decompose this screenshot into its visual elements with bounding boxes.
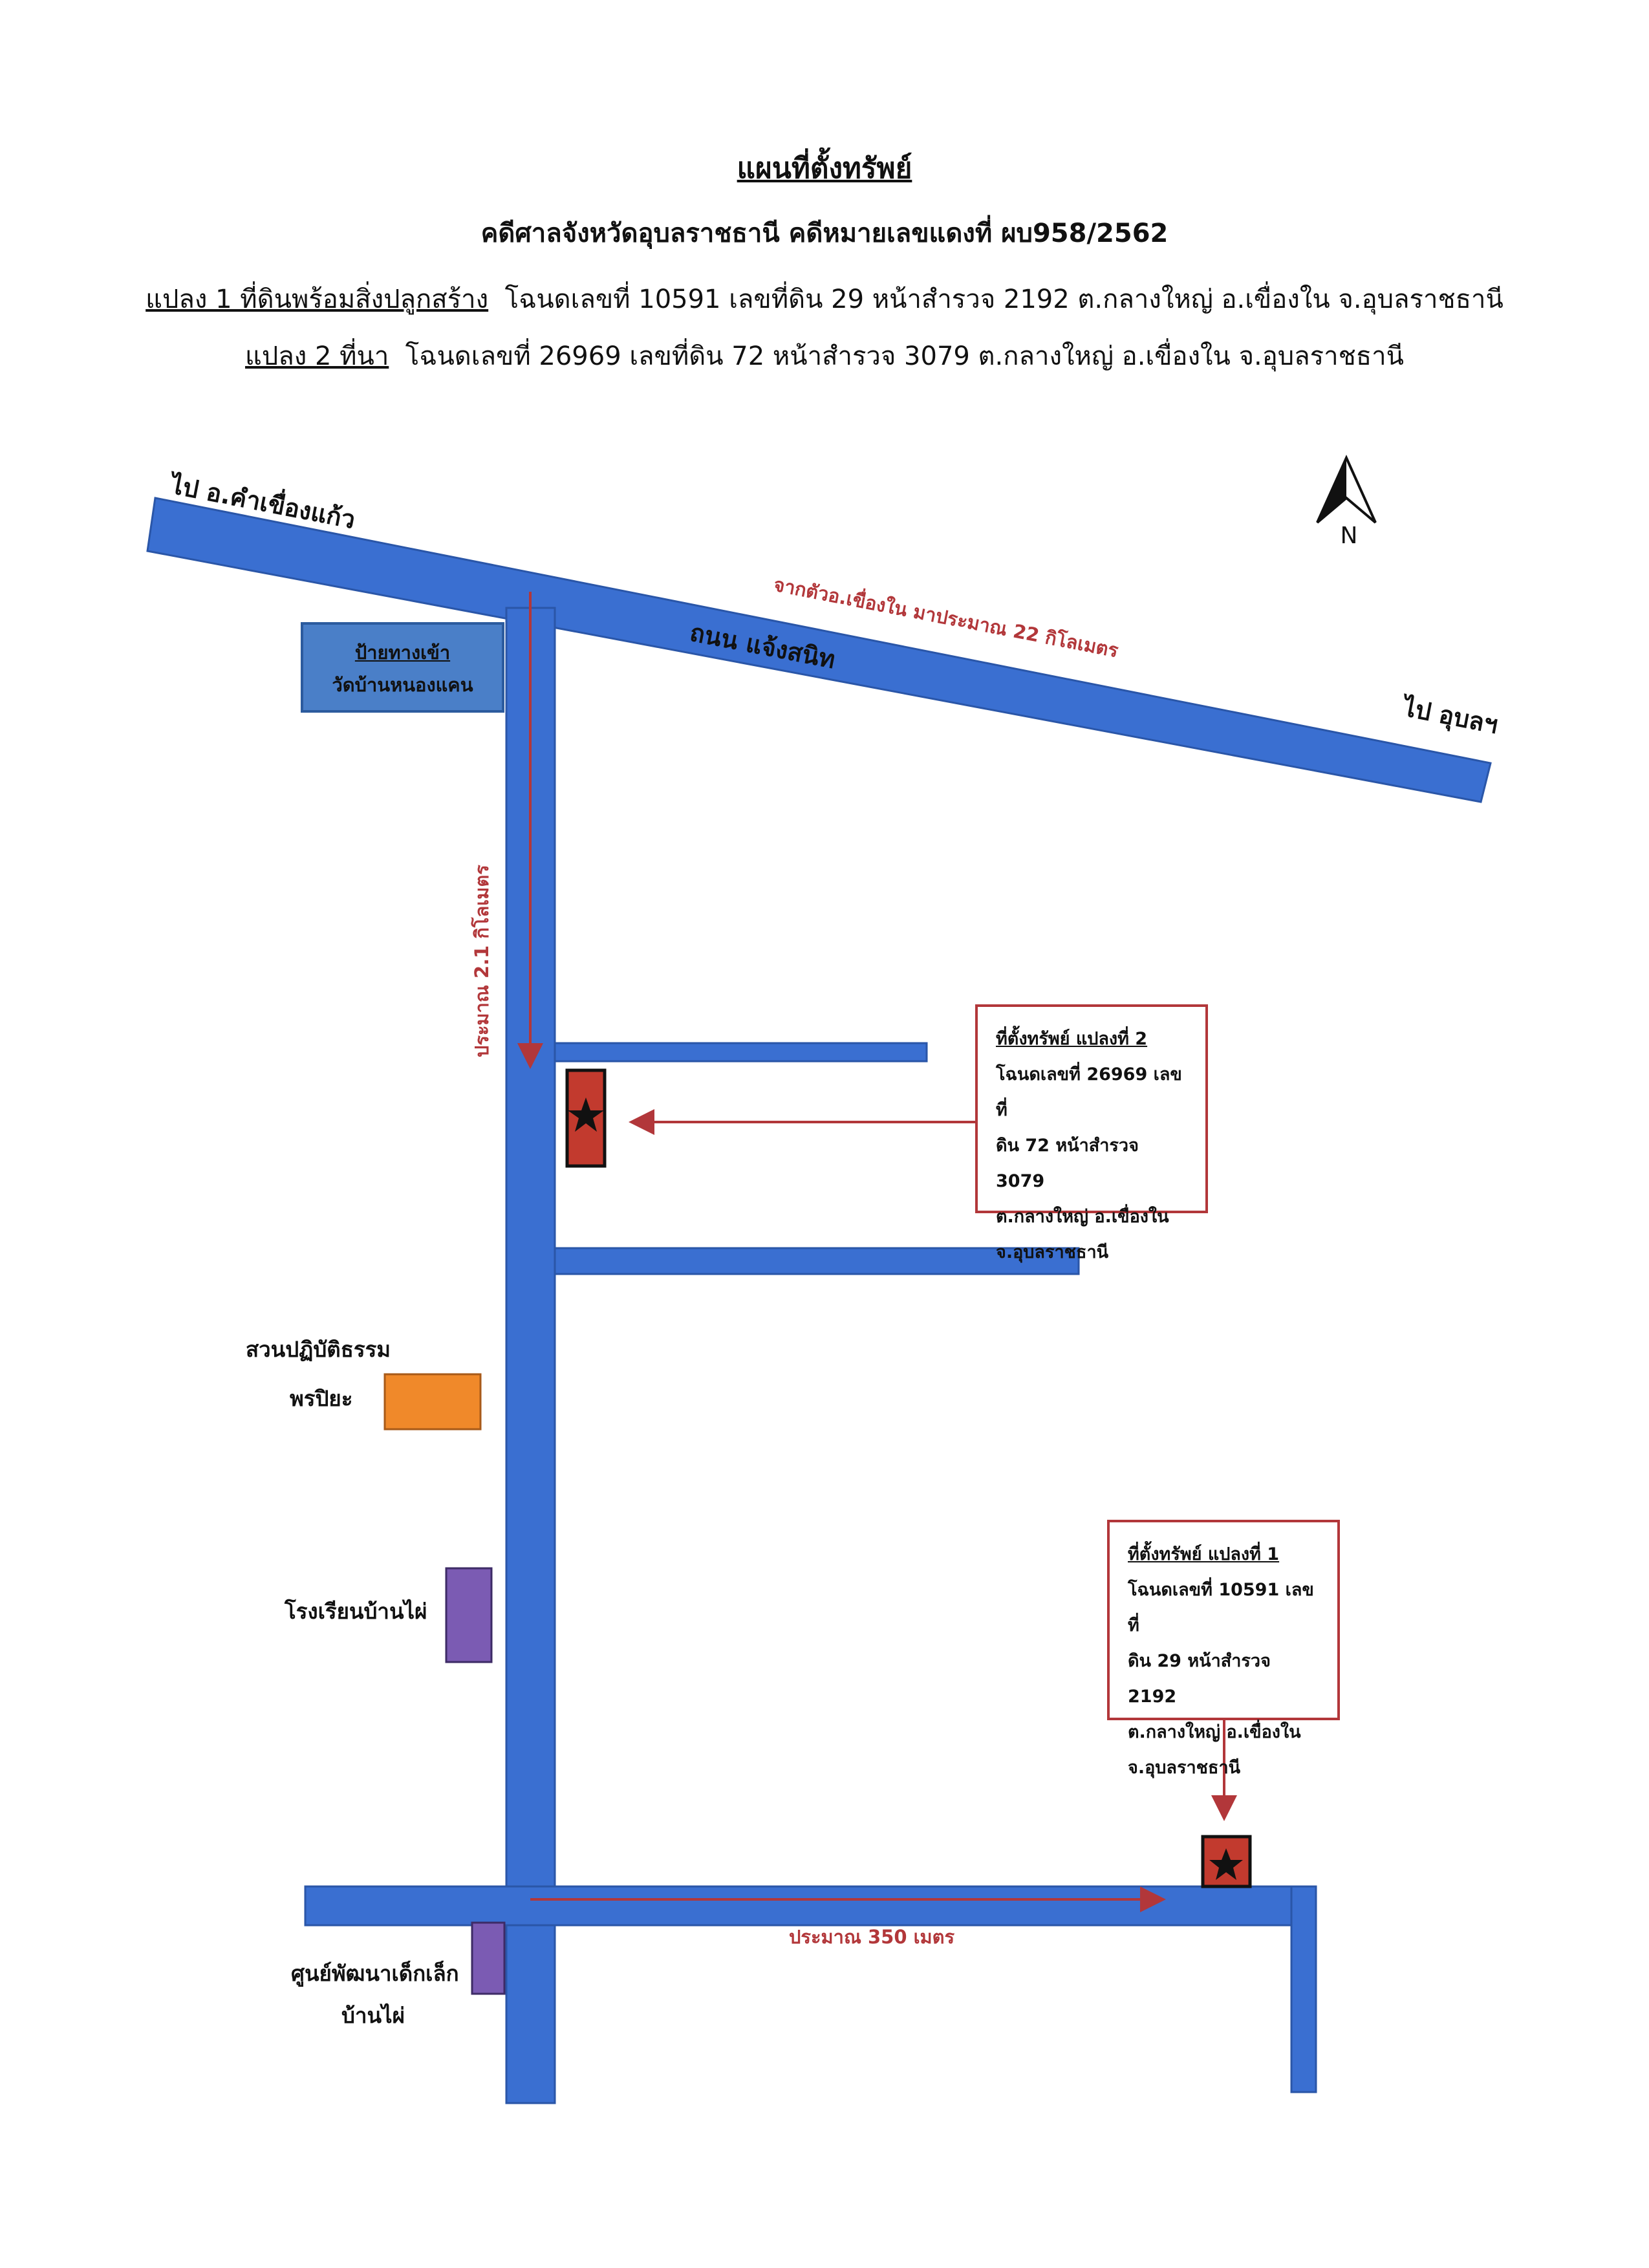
north-arrow-icon: [1316, 455, 1377, 524]
callout-plot2-line: โฉนดเลขที่ 26969 เลขที่: [996, 1064, 1182, 1120]
bottom-road-end: [1290, 1885, 1317, 2093]
plot1-detail: โฉนดเลขที่ 10591 เลขที่ดิน 29 หน้าสำรวจ …: [504, 285, 1503, 314]
plot1-line: แปลง 1 ที่ดินพร้อมสิ่งปลูกสร้าง โฉนดเลขท…: [0, 278, 1649, 319]
entrance-sign-line2: วัดบ้านหนองแคน: [332, 674, 473, 696]
plot2-label: แปลง 2 ที่นา: [245, 341, 389, 371]
page-title: แผนที่ตั้งทรัพย์: [737, 152, 912, 185]
meditation-garden-label-line2: พรปิยะ: [290, 1386, 353, 1411]
compass-label: N: [1341, 523, 1358, 549]
callout-plot2-line: ดิน 72 หน้าสำรวจ 3079: [996, 1136, 1139, 1191]
callout-plot1: ที่ตั้งทรัพย์ แปลงที่ 1 โฉนดเลขที่ 10591…: [1107, 1520, 1340, 1778]
callout-plot2-line: จ.อุบลราชธานี: [996, 1242, 1109, 1262]
callout-plot2-title: ที่ตั้งทรัพย์ แปลงที่ 2: [996, 1029, 1148, 1049]
entrance-sign: ป้ายทางเข้า วัดบ้านหนองแคน: [301, 622, 504, 713]
bottom-road: [304, 1885, 1317, 1927]
case-number-line: คดีศาลจังหวัดอุบลราชธานี คดีหมายเลขแดงที…: [480, 219, 1169, 248]
meditation-garden-label-line1: สวนปฏิบัติธรรม: [246, 1337, 391, 1362]
school-label: โรงเรียนบ้านไผ่: [285, 1599, 427, 1624]
child-center-label-line2: บ้านไผ่: [341, 2003, 405, 2028]
bottom-road-distance: ประมาณ 350 เมตร: [789, 1926, 954, 1948]
child-center-building: [471, 1921, 506, 1995]
callout-plot1-line: ดิน 29 หน้าสำรวจ 2192: [1128, 1651, 1271, 1707]
meditation-garden-building: [383, 1373, 482, 1431]
label-to-ubon: ไป อุบลฯ: [1398, 693, 1500, 740]
side-road-distance: ประมาณ 2.1 กิโลเมตร: [470, 865, 493, 1057]
callout-plot1-line: ต.กลางใหญ่ อ.เขื่องใน: [1128, 1722, 1301, 1742]
callout-plot1-line: โฉนดเลขที่ 10591 เลขที่: [1128, 1580, 1314, 1636]
child-center-label-line1: ศูนย์พัฒนาเด็กเล็ก: [291, 1961, 459, 1986]
plot1-label: แปลง 1 ที่ดินพร้อมสิ่งปลูกสร้าง: [146, 285, 489, 314]
callout-plot2: ที่ตั้งทรัพย์ แปลงที่ 2 โฉนดเลขที่ 26969…: [975, 1004, 1208, 1262]
branch-road-2: [554, 1247, 1080, 1275]
plot1-star-icon: [1209, 1848, 1243, 1880]
plot2-line: แปลง 2 ที่นา โฉนดเลขที่ 26969 เลขที่ดิน …: [0, 335, 1649, 376]
callout-plot1-title: ที่ตั้งทรัพย์ แปลงที่ 1: [1128, 1544, 1280, 1564]
callout-plot2-line: ต.กลางใหญ่ อ.เขื่องใน: [996, 1207, 1169, 1227]
school-building: [445, 1567, 493, 1663]
plot2-star-icon: [568, 1097, 604, 1132]
branch-road-1: [554, 1042, 928, 1063]
plot2-detail: โฉนดเลขที่ 26969 เลขที่ดิน 72 หน้าสำรวจ …: [405, 341, 1404, 371]
main-road-chaeng-sanit: [146, 497, 1492, 803]
callout-plot1-line: จ.อุบลราชธานี: [1128, 1758, 1241, 1778]
entrance-sign-line1: ป้ายทางเข้า: [354, 642, 451, 664]
